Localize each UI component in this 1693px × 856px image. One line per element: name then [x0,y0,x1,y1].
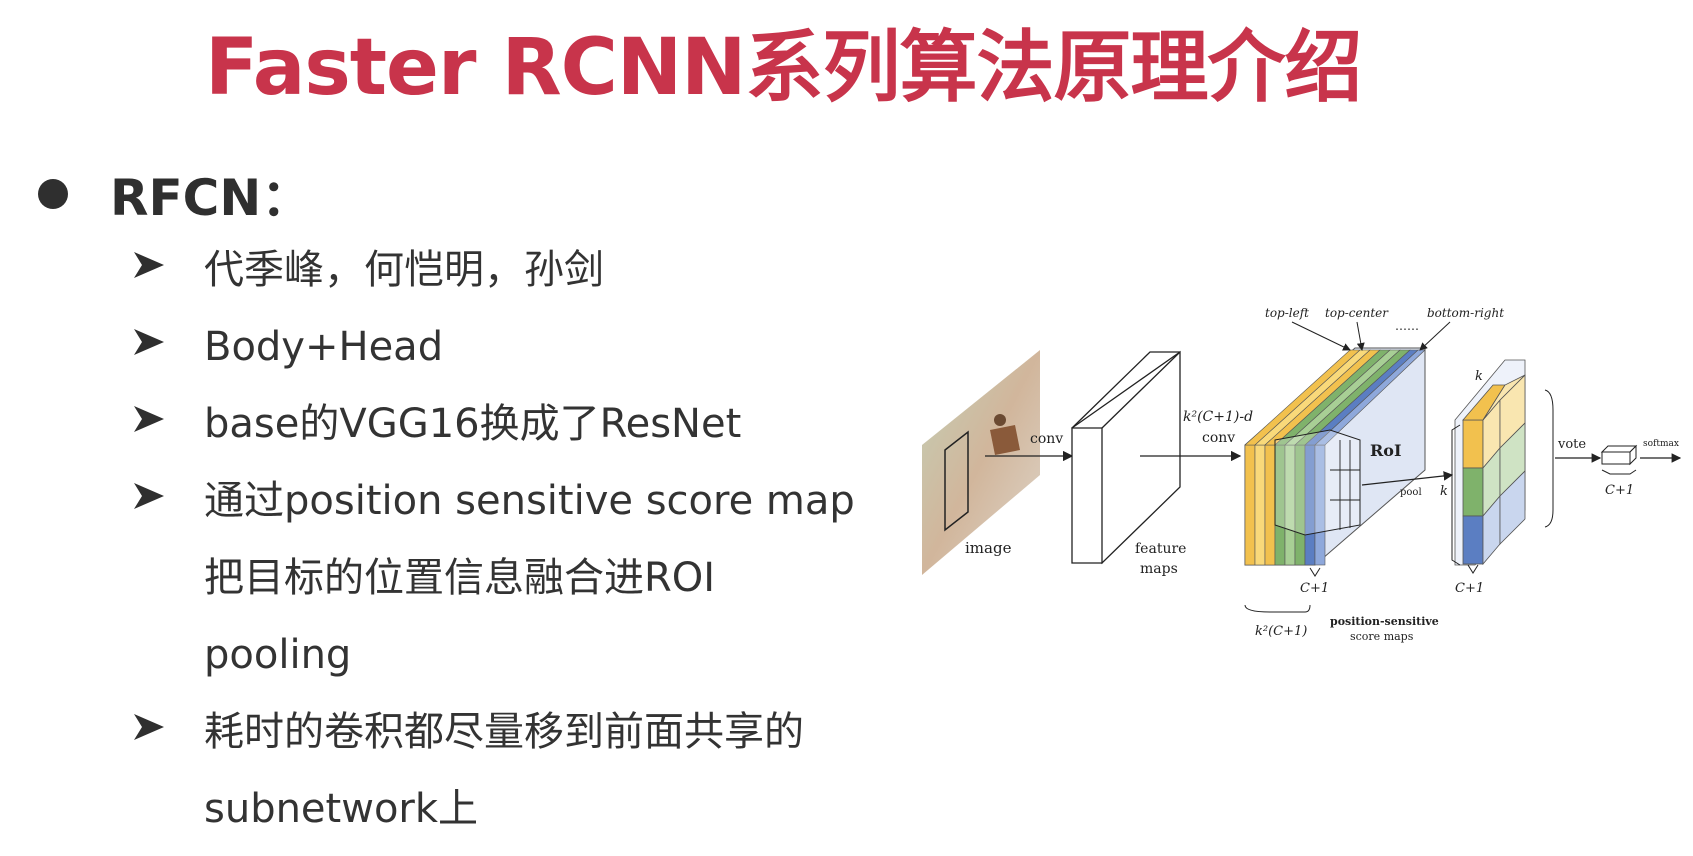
c1-label-b: C+1 [1455,581,1484,596]
dots-label: …… [1395,319,1419,333]
c1-label-a: C+1 [1300,581,1329,596]
bottom-right-label: bottom-right [1427,306,1504,320]
bullet-item: 通过position sensitive score map 把目标的位置信息融… [132,471,855,702]
bullet-line: 代季峰，何恺明，孙剑 [204,247,604,293]
position-sensitive-label: position-sensitive [1330,615,1439,628]
bullet-dot-icon [38,179,68,209]
roi-label: RoI [1370,441,1401,460]
bullet-item: Body+Head [132,317,443,394]
slide-title: Faster RCNN系列算法原理介绍 [205,23,1362,113]
vote-label: vote [1557,437,1586,452]
c1-brace-c [1601,469,1637,475]
kc-conv-label-2: conv [1202,430,1235,446]
k-left-label: k [1440,484,1448,499]
k-left-brace [1451,424,1461,566]
k-top-label: k [1475,369,1483,384]
arrowhead-bullet-icon [134,483,164,509]
bullet-line: subnetwork上 [204,786,479,832]
feature-maps-label-2: maps [1140,561,1178,577]
pool-arrow [1361,471,1454,486]
image-label: image [965,539,1012,557]
c1-brace-b [1467,564,1479,574]
c1-label-c: C+1 [1605,483,1634,498]
arrowhead-bullet-icon [134,252,164,278]
bullet-item: 代季峰，何恺明，孙剑 [132,240,604,317]
top-left-label: top-left [1265,306,1309,320]
arrowhead-bullet-icon [134,714,164,740]
bottom-right-arrow [1419,321,1451,351]
bullet-line: 耗时的卷积都尽量移到前面共享的 [204,709,804,755]
bullet-line: 把目标的位置信息融合进ROI [204,555,716,601]
section-heading: RFCN： [38,158,311,230]
bullet-line: 通过position sensitive score map [204,478,855,524]
vote-output-box [1600,444,1638,466]
arrowhead-bullet-icon [134,329,164,355]
softmax-label: softmax [1643,439,1679,449]
feature-maps-block [1071,350,1181,565]
roi-grid [1274,429,1361,536]
c1-brace-a [1309,567,1321,577]
bullet-line: Body+Head [204,324,444,370]
heading-text: RFCN： [110,169,312,227]
score-maps-block [1244,347,1426,566]
arrowhead-bullet-icon [134,406,164,432]
bullet-line: base的VGG16换成了ResNet [204,401,742,447]
feature-maps-label-1: feature [1135,541,1186,557]
top-left-arrow [1291,321,1351,351]
input-image-thumbnail [922,350,1040,575]
bullet-line: pooling [204,632,352,678]
score-maps-label: score maps [1350,630,1414,643]
bullet-item: base的VGG16换成了ResNet [132,394,741,471]
top-center-label: top-center [1325,306,1389,320]
conv-label: conv [1030,431,1063,447]
pool-label: pool [1400,487,1422,498]
kc-label: k²(C+1) [1255,624,1307,639]
vote-brace [1544,389,1554,528]
top-center-arrow [1356,321,1365,351]
kc-conv-label-1: k²(C+1)-d [1183,409,1253,425]
bullet-item: 耗时的卷积都尽量移到前面共享的 subnetwork上 [132,702,804,856]
kc-brace [1244,604,1311,613]
pooled-grid-block [1454,359,1526,566]
rfcn-architecture-diagram: image conv feature maps k²(C+1)-d conv [922,306,1682,643]
